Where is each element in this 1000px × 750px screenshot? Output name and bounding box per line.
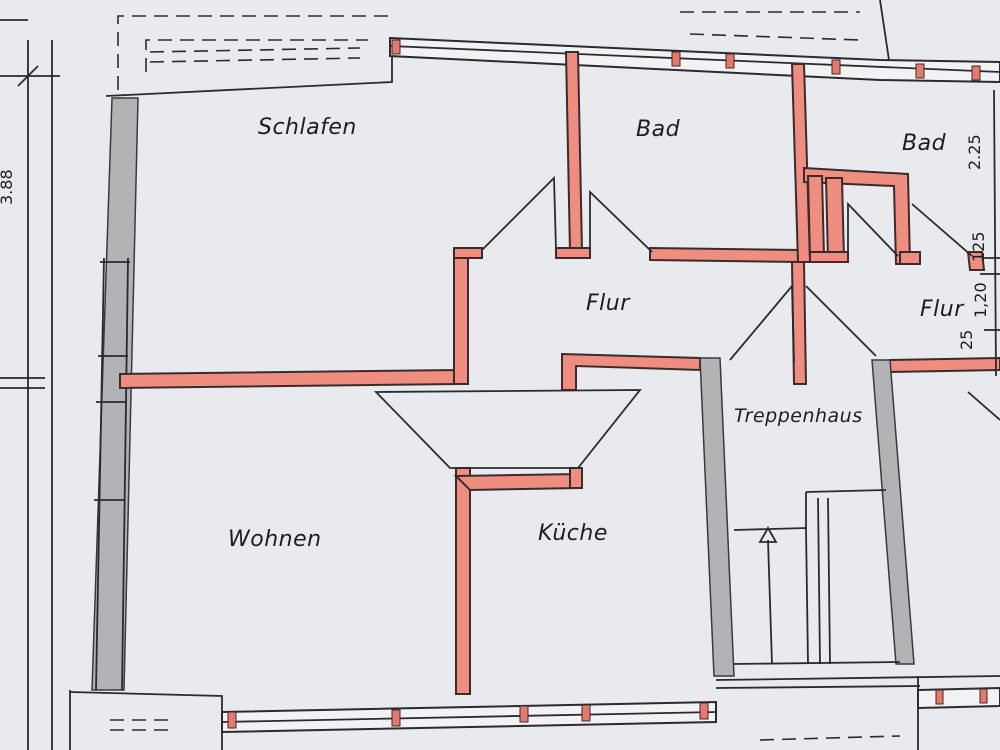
room-label-flur-2: Flur <box>920 297 965 322</box>
dimension-height-125: 125 <box>969 231 988 262</box>
room-label-flur: Flur <box>586 291 631 316</box>
dimension-height-120: 1,20 <box>971 282 990 318</box>
room-label-bad: Bad <box>636 117 681 142</box>
room-label-wohnen: Wohnen <box>228 527 322 552</box>
new-partition-walls <box>119 51 1000 695</box>
dimension-width: 3.88 <box>0 169 16 205</box>
room-label-treppenhaus: Treppenhaus <box>734 405 863 427</box>
top-exterior-wall <box>389 36 1000 84</box>
right-dimension-lines <box>980 89 1000 377</box>
existing-structural-walls <box>699 357 915 677</box>
staircase <box>733 489 901 665</box>
bottom-exterior-wall <box>69 675 1000 750</box>
left-dimension-lines <box>0 19 60 750</box>
left-exterior-wall <box>91 97 139 691</box>
dimension-height-225: 2.25 <box>965 134 984 170</box>
door-swings <box>373 175 1000 469</box>
dimension-height-25: 25 <box>957 330 976 350</box>
room-label-schlafen: Schlafen <box>258 115 357 140</box>
room-label-kueche: Küche <box>538 521 608 546</box>
room-label-bad-2: Bad <box>902 131 947 156</box>
